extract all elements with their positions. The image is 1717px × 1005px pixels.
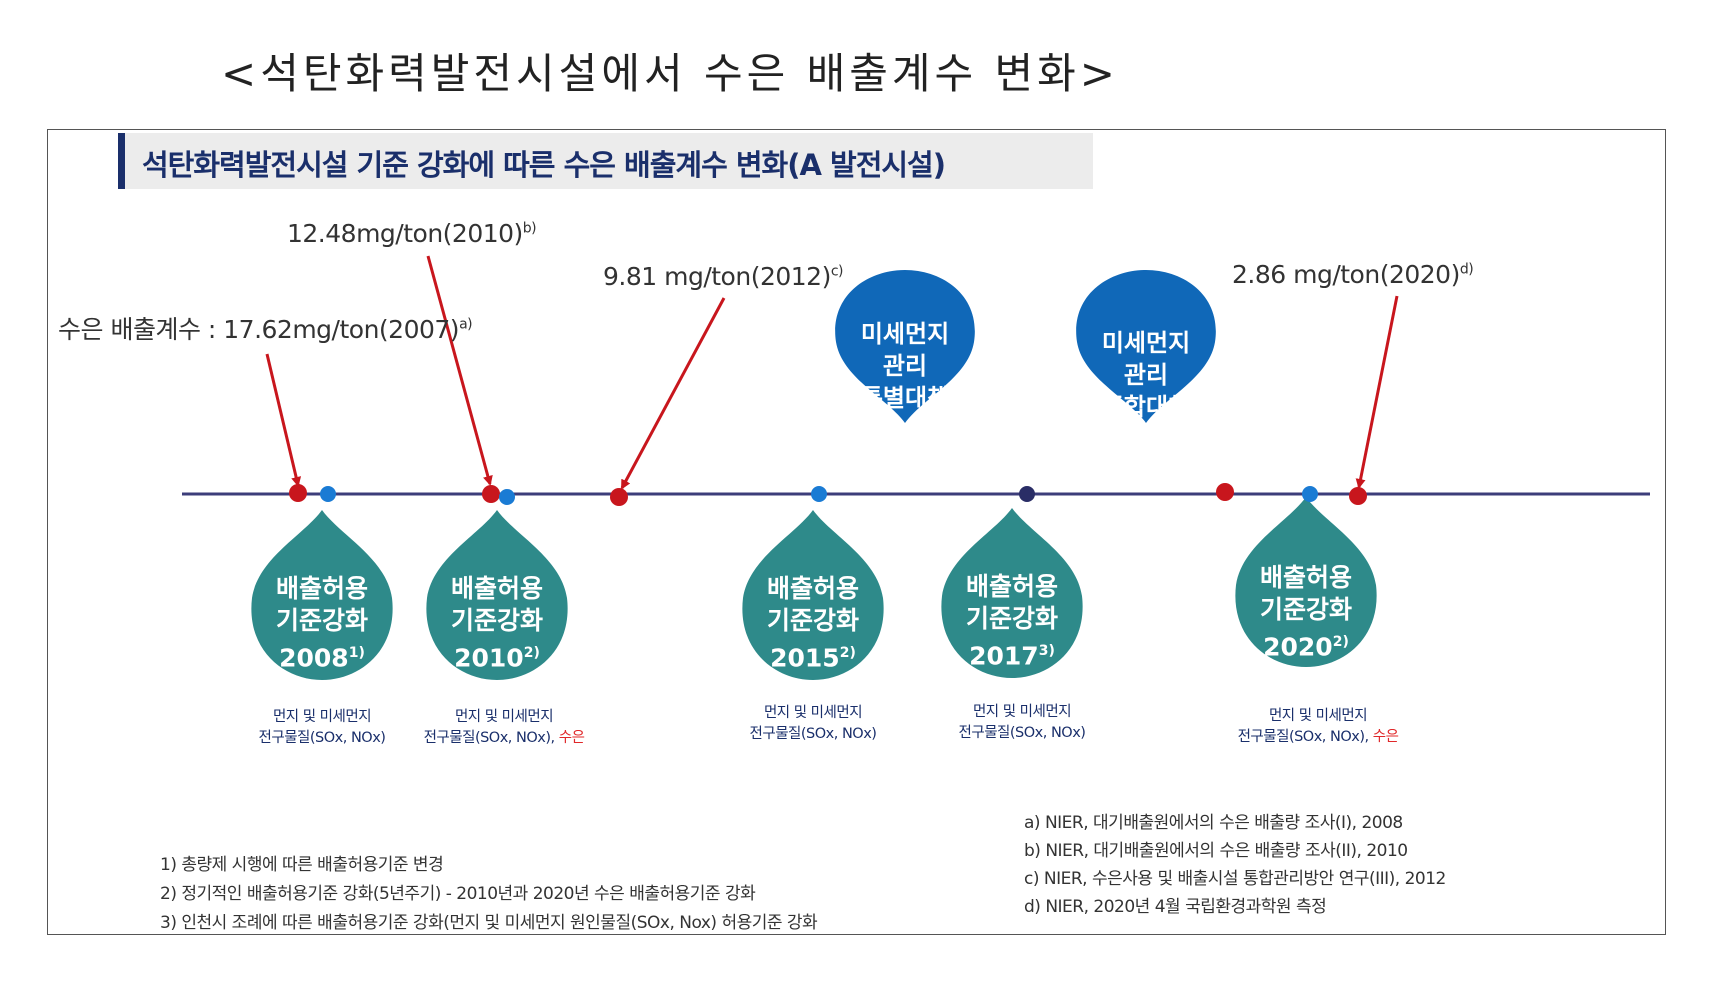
page-title: <석탄화력발전시설에서 수은 배출계수 변화>: [221, 49, 1119, 98]
standard-drop-2020: [1235, 497, 1377, 667]
standard-drop-2017-text: 배출허용 기준강화 20173): [965, 572, 1058, 671]
reference-c: c) NIER, 수은사용 및 배출시설 통합관리방안 연구(III), 201…: [1024, 869, 1446, 889]
marker-2008-standard: [320, 486, 336, 502]
standard-drop-2010: [426, 510, 568, 680]
reference-a: a) NIER, 대기배출원에서의 수은 배출량 조사(I), 2008: [1024, 813, 1403, 833]
standard-2015-targets: 먼지 및 미세먼지 전구물질(SOx, NOx): [749, 705, 877, 742]
footnote-1: 1) 총량제 시행에 따른 배출허용기준 변경: [160, 855, 444, 875]
standard-2017-targets: 먼지 및 미세먼지 전구물질(SOx, NOx): [958, 704, 1086, 741]
emission-label-2007: 수은 배출계수 : 17.62mg/ton(2007)a): [58, 315, 473, 344]
standard-2008-targets: 먼지 및 미세먼지 전구물질(SOx, NOx): [258, 709, 386, 746]
marker-2019-emission: [1216, 483, 1234, 501]
marker-2017-standard: [1019, 486, 1035, 502]
standard-2020-targets: 먼지 및 미세먼지 전구물질(SOx, NOx), 수은: [1237, 708, 1399, 745]
marker-2020-standard: [1302, 486, 1318, 502]
footnote-2: 2) 정기적인 배출허용기준 강화(5년주기) - 2010년과 2020년 수…: [160, 884, 756, 904]
diagram-frame: [47, 129, 1666, 935]
marker-2012-emission: [610, 488, 628, 506]
standard-drop-2020-text: 배출허용 기준강화 20202): [1259, 563, 1352, 662]
emission-label-2020: 2.86 mg/ton(2020)d): [1232, 260, 1474, 289]
marker-2010-standard: [499, 489, 515, 505]
arrow-2007: [265, 353, 302, 487]
standard-drop-2010-text: 배출허용 기준강화 20102): [450, 574, 543, 673]
panel-header: 석탄화력발전시설 기준 강화에 따른 수은 배출계수 변화(A 발전시설): [142, 148, 946, 182]
arrow-2020: [1355, 295, 1399, 489]
emission-label-2010: 12.48mg/ton(2010)b): [287, 219, 537, 248]
policy-drop-2018-text: 미세먼지 관리 종합대책 2018: [1101, 329, 1191, 453]
reference-b: b) NIER, 대기배출원에서의 수은 배출량 조사(II), 2010: [1024, 841, 1408, 861]
reference-d: d) NIER, 2020년 4월 국립환경과학원 측정: [1024, 897, 1327, 917]
policy-drop-2016: [835, 270, 975, 423]
policy-drop-2018: [1076, 270, 1216, 423]
standard-drop-2017: [941, 508, 1083, 678]
standard-drop-2008-text: 배출허용 기준강화 20081): [275, 574, 368, 673]
arrow-2010: [426, 255, 493, 486]
panel-header-accent: [118, 133, 125, 189]
marker-2010-emission: [482, 485, 500, 503]
policy-drop-2016-text: 미세먼지 관리 특별대책 (2016): [860, 320, 950, 444]
marker-2007-emission: [289, 484, 307, 502]
marker-2020-emission: [1349, 487, 1367, 505]
standard-drop-2015-text: 배출허용 기준강화 20152): [766, 574, 859, 673]
standard-drop-2008: [251, 510, 393, 680]
panel-header-bar: [120, 133, 1093, 189]
standard-drop-2015: [742, 510, 884, 680]
emission-label-2012: 9.81 mg/ton(2012)c): [603, 262, 844, 291]
marker-2015-standard: [811, 486, 827, 502]
footnote-3: 3) 인천시 조례에 따른 배출허용기준 강화(먼지 및 미세먼지 원인물질(S…: [160, 913, 818, 933]
standard-2010-targets: 먼지 및 미세먼지 전구물질(SOx, NOx), 수은: [423, 709, 585, 746]
arrow-2012: [620, 297, 726, 490]
